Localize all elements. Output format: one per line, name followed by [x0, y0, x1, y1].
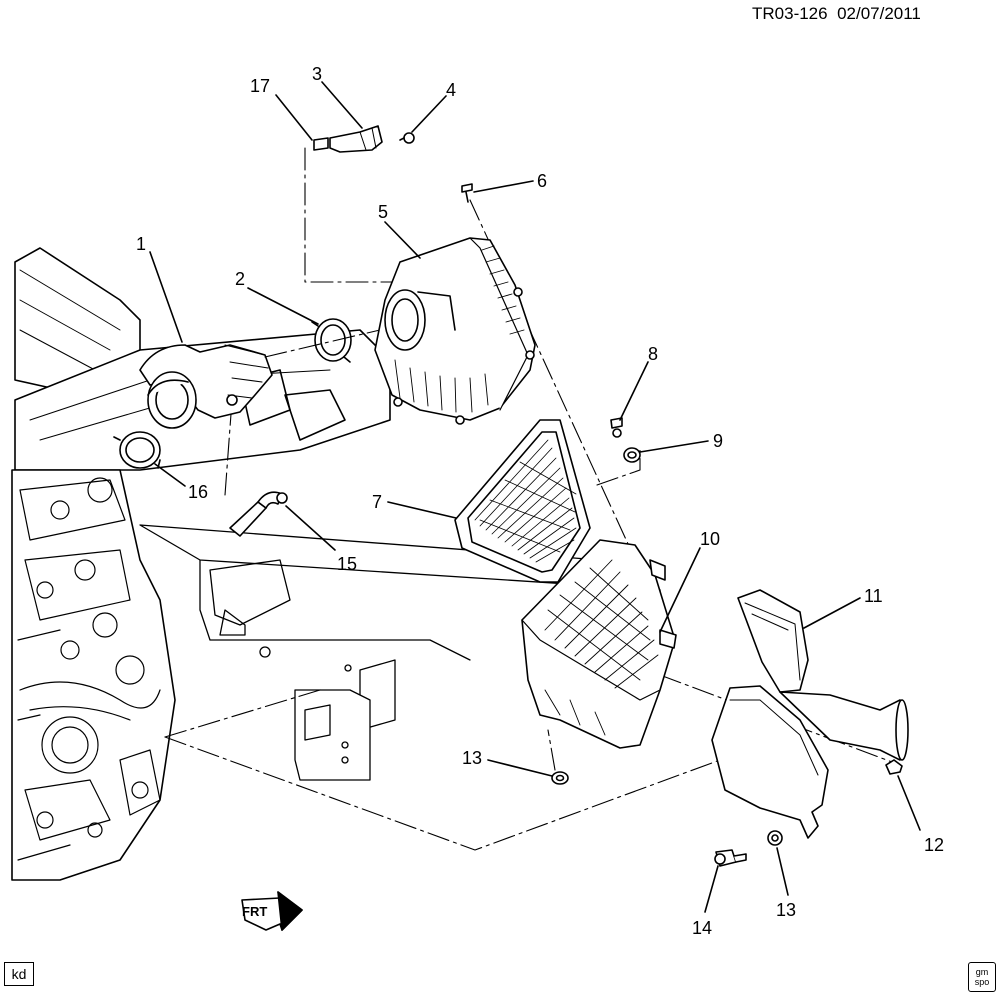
callout-3: 3 [312, 64, 322, 84]
part-7-filter-element [454, 419, 591, 583]
callout-1: 1 [136, 234, 146, 254]
front-arrow-label: FRT [242, 904, 267, 919]
callout-4: 4 [446, 80, 456, 100]
part-9-grommet [623, 447, 641, 463]
callout-14: 14 [692, 918, 712, 938]
part-11-inlet-duct [737, 589, 909, 761]
logo-line-1: gm [975, 967, 989, 977]
gm-spo-logo: gm spo [968, 962, 996, 992]
callout-11: 11 [864, 586, 883, 606]
callout-10: 10 [700, 529, 720, 549]
drawing-id: TR03-126 [752, 4, 828, 23]
front-direction-arrow [241, 891, 303, 931]
callout-16: 16 [188, 482, 208, 502]
part-1-intake-duct [139, 344, 273, 429]
part-12-clip [885, 759, 903, 775]
callout-13-a: 13 [462, 748, 482, 768]
leader-lines [149, 81, 921, 913]
part-10-air-cleaner-housing [521, 539, 677, 749]
logo-line-2: spo [974, 977, 990, 987]
drawing-date: 02/07/2011 [837, 4, 921, 23]
callout-13-b: 13 [776, 900, 796, 920]
callout-5: 5 [378, 202, 388, 222]
part-6-bolt [461, 183, 473, 203]
part-16-clamp [113, 431, 161, 469]
part-15-hose [229, 491, 288, 537]
callout-15: 15 [337, 554, 357, 574]
part-13-grommet-b [767, 830, 783, 846]
callout-12: 12 [924, 835, 944, 855]
part-2-clamp [311, 318, 352, 363]
lower-resonator [711, 685, 829, 839]
drawing-header: TR03-126 02/07/2011 [752, 4, 921, 24]
callout-7: 7 [372, 492, 382, 512]
callout-labels: 1 2 3 4 5 6 7 8 9 10 11 12 13 13 14 15 1… [136, 64, 944, 938]
part-4-screw [399, 132, 415, 144]
part-13-grommet-a [551, 771, 569, 785]
callout-2: 2 [235, 269, 245, 289]
part-14-bolt [714, 849, 747, 867]
part-17-seal [313, 137, 329, 151]
callout-8: 8 [648, 344, 658, 364]
callout-6: 6 [537, 171, 547, 191]
part-3-sensor [329, 125, 383, 153]
part-8-bolt [610, 417, 623, 438]
callout-17: 17 [250, 76, 270, 96]
axis-line-2 [264, 329, 381, 358]
callout-9: 9 [713, 431, 723, 451]
part-5-air-cleaner-cover [374, 237, 536, 425]
artist-initials-box: kd [4, 962, 34, 986]
